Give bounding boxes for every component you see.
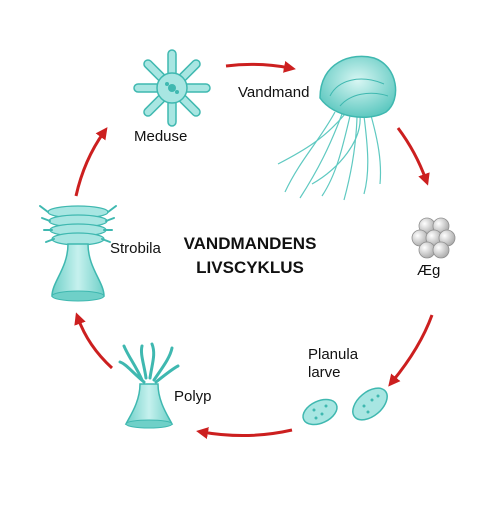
jellyfish-illustration <box>277 55 397 201</box>
medusa-illustration <box>133 49 211 127</box>
arrow-medusa-to-jellyfish <box>225 60 296 73</box>
diagram-title: VANDMANDENS LIVSCYKLUS <box>150 232 350 280</box>
label-planula-line1: Planula <box>308 346 359 363</box>
title-line-1: VANDMANDENS <box>183 234 317 253</box>
label-medusa: Meduse <box>134 128 188 145</box>
eggs-illustration <box>411 217 456 259</box>
arrow-strobila-to-medusa <box>74 127 108 197</box>
strobila-illustration <box>39 205 117 302</box>
cycle-arrows <box>74 60 434 439</box>
label-planula-line2: larve <box>308 364 341 381</box>
label-jellyfish: Vandmand <box>238 84 310 101</box>
arrow-eggs-to-planula <box>388 314 434 387</box>
polyp-illustration <box>118 342 180 429</box>
label-eggs: Æg <box>417 262 441 279</box>
arrow-jellyfish-to-eggs <box>396 127 430 186</box>
label-strobila: Strobila <box>110 240 161 257</box>
title-line-2: LIVSCYKLUS <box>196 258 304 277</box>
arrow-planula-to-polyp <box>196 427 293 439</box>
planula-larva-right <box>352 387 388 421</box>
label-polyp: Polyp <box>174 388 212 405</box>
planula-larva-left <box>302 398 338 426</box>
arrow-polyp-to-strobila <box>74 312 114 370</box>
